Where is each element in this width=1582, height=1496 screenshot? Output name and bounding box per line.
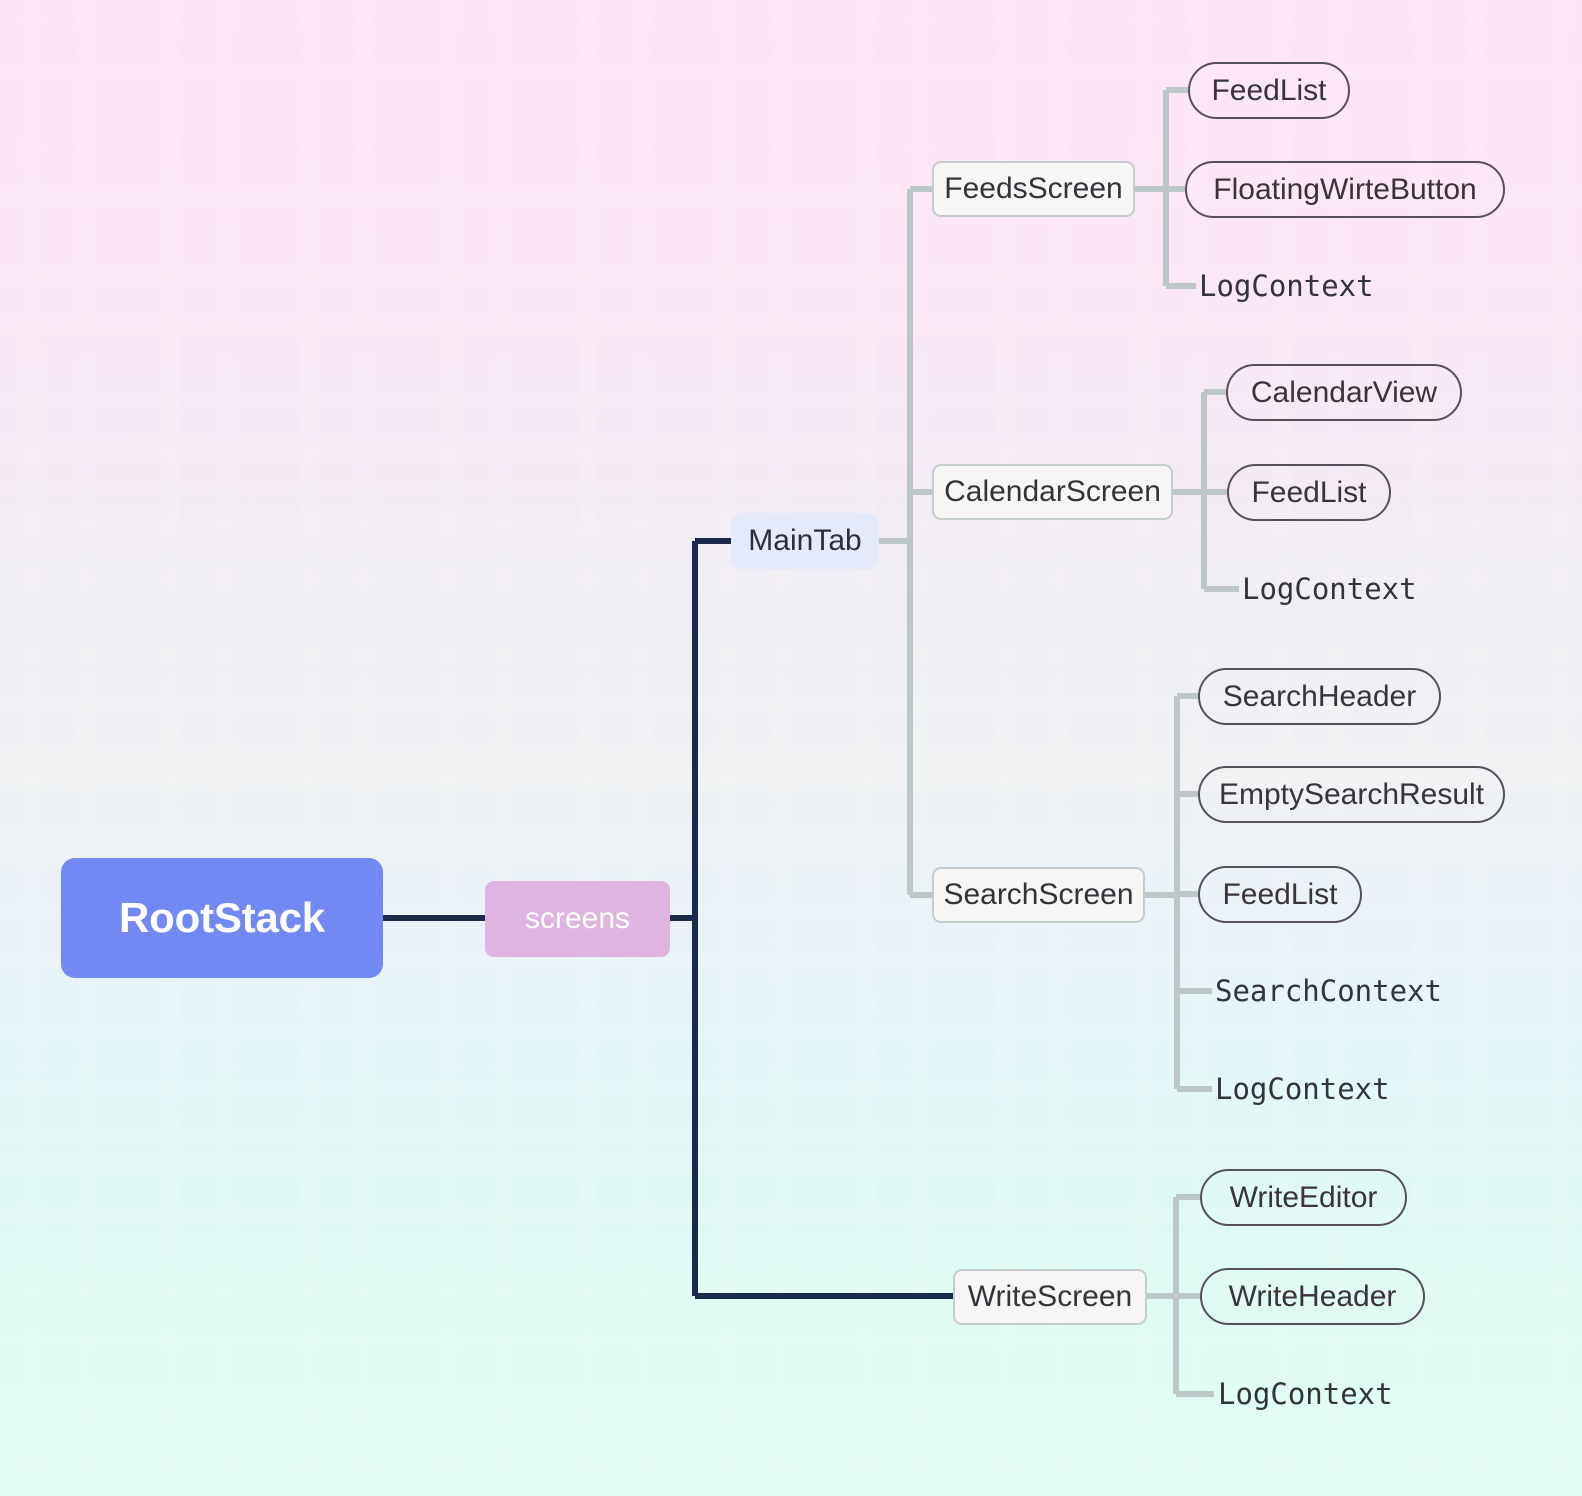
node-calendar-logcontext-label: LogContext	[1242, 572, 1417, 606]
node-write-logcontext-label: LogContext	[1218, 1377, 1393, 1411]
node-write-logcontext[interactable]: LogContext	[1218, 1373, 1398, 1415]
node-calendarview-label: CalendarView	[1250, 375, 1438, 409]
node-writeeditor-label: WriteEditor	[1229, 1180, 1378, 1214]
node-calendar-logcontext[interactable]: LogContext	[1242, 568, 1422, 610]
node-feeds-feedlist-label: FeedList	[1211, 73, 1327, 107]
node-calendarview[interactable]: CalendarView	[1226, 364, 1462, 421]
node-searchscreen-label: SearchScreen	[943, 878, 1134, 911]
node-calendarscreen[interactable]: CalendarScreen	[932, 464, 1173, 520]
node-searchcontext-label: SearchContext	[1215, 974, 1442, 1008]
node-maintab[interactable]: MainTab	[731, 513, 879, 569]
node-writescreen[interactable]: WriteScreen	[953, 1269, 1147, 1325]
node-feeds-feedlist[interactable]: FeedList	[1188, 62, 1350, 119]
node-calendarscreen-label: CalendarScreen	[944, 475, 1161, 508]
node-feeds-logcontext-label: LogContext	[1199, 269, 1374, 303]
node-feedsscreen-label: FeedsScreen	[944, 172, 1123, 205]
node-calendar-feedlist-label: FeedList	[1251, 475, 1367, 509]
node-searchscreen[interactable]: SearchScreen	[932, 867, 1145, 923]
node-search-logcontext[interactable]: LogContext	[1215, 1068, 1395, 1110]
node-screens[interactable]: screens	[485, 881, 670, 957]
node-feedsscreen[interactable]: FeedsScreen	[932, 161, 1135, 217]
node-rootstack-label: RootStack	[119, 894, 325, 941]
node-writeeditor[interactable]: WriteEditor	[1200, 1169, 1407, 1226]
node-maintab-label: MainTab	[748, 524, 862, 557]
node-writeheader[interactable]: WriteHeader	[1200, 1268, 1425, 1325]
node-writescreen-label: WriteScreen	[967, 1280, 1133, 1313]
node-calendar-feedlist[interactable]: FeedList	[1227, 464, 1391, 521]
node-emptysearchresult[interactable]: EmptySearchResult	[1198, 766, 1505, 823]
node-search-feedlist[interactable]: FeedList	[1198, 866, 1362, 923]
node-search-logcontext-label: LogContext	[1215, 1072, 1390, 1106]
node-search-feedlist-label: FeedList	[1222, 877, 1338, 911]
node-feeds-logcontext[interactable]: LogContext	[1199, 265, 1379, 307]
node-floatingwritebutton-label: FloatingWirteButton	[1213, 172, 1477, 206]
node-writeheader-label: WriteHeader	[1228, 1279, 1397, 1313]
node-emptysearchresult-label: EmptySearchResult	[1218, 777, 1485, 811]
node-floatingwritebutton[interactable]: FloatingWirteButton	[1185, 161, 1505, 218]
node-searchcontext[interactable]: SearchContext	[1215, 970, 1442, 1012]
node-rootstack[interactable]: RootStack	[61, 858, 383, 978]
node-searchheader-label: SearchHeader	[1222, 679, 1417, 713]
node-screens-label: screens	[524, 902, 631, 935]
node-searchheader[interactable]: SearchHeader	[1198, 668, 1441, 725]
